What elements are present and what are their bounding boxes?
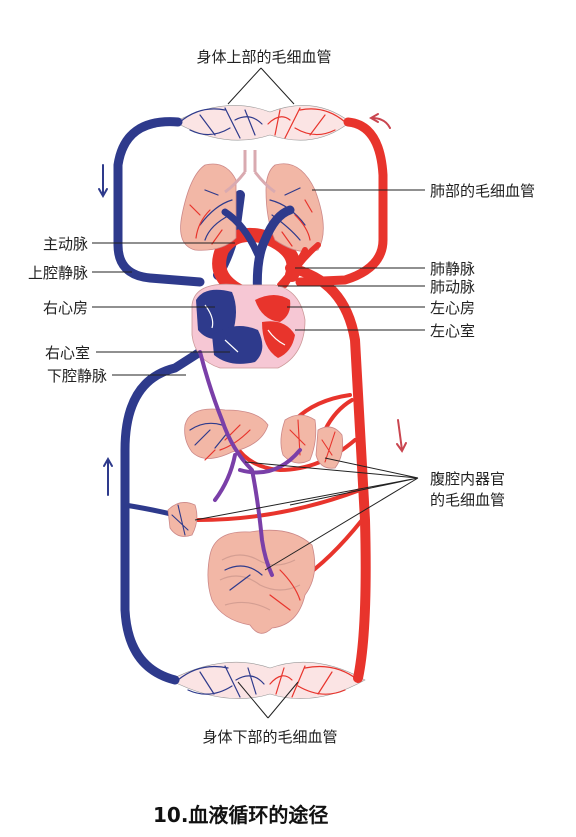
pulmonary-artery-vessel <box>252 205 295 305</box>
lungs <box>180 150 324 253</box>
superior-vena-cava-label: 上腔静脉 <box>28 264 88 282</box>
spleen <box>167 502 198 537</box>
leader-lines <box>92 67 425 719</box>
left-atrium-label: 左心房 <box>430 299 475 317</box>
right-ventricle-label: 右心室 <box>45 344 90 362</box>
systemic-arteries <box>196 117 388 683</box>
right-atrium-chamber <box>196 289 236 339</box>
upper-capillaries-label: 身体上部的毛细血管 <box>196 48 331 66</box>
portal-vessels <box>198 350 302 577</box>
heart <box>191 283 306 369</box>
abdominal-capillaries-label-line2: 的毛细血管 <box>430 491 505 509</box>
figure-caption: 10.血液循环的途径 <box>153 803 328 827</box>
pulmonary-vein-label: 肺静脉 <box>430 260 475 278</box>
arrow-down-right-icon <box>397 419 403 451</box>
arrow-curve-top-right-icon <box>371 117 391 129</box>
flow-arrows <box>98 113 407 496</box>
left-ventricle-chamber <box>262 321 295 358</box>
lung-capillaries-label: 肺部的毛细血管 <box>430 182 535 200</box>
lower-capillary-bed <box>169 661 366 699</box>
labels: 身体上部的毛细血管 肺部的毛细血管 主动脉 上腔静脉 右心房 右心室 下腔静脉 … <box>28 48 535 827</box>
abdominal-capillaries-label-line1: 腹腔内器官 <box>430 470 505 488</box>
right-atrium-label: 右心房 <box>43 299 88 317</box>
inferior-vena-cava-label: 下腔静脉 <box>47 367 107 385</box>
left-atrium-chamber <box>255 295 291 322</box>
abdominal-organs <box>167 408 344 634</box>
left-ventricle-label: 左心室 <box>430 322 475 340</box>
right-ventricle-chamber <box>212 326 263 364</box>
left-lung <box>180 163 237 251</box>
aorta-label: 主动脉 <box>43 235 88 253</box>
right-lung <box>265 163 324 253</box>
upper-capillary-bed <box>174 105 351 141</box>
pulmonary-artery-label: 肺动脉 <box>430 278 475 296</box>
lower-capillaries-label: 身体下部的毛细血管 <box>202 728 337 746</box>
